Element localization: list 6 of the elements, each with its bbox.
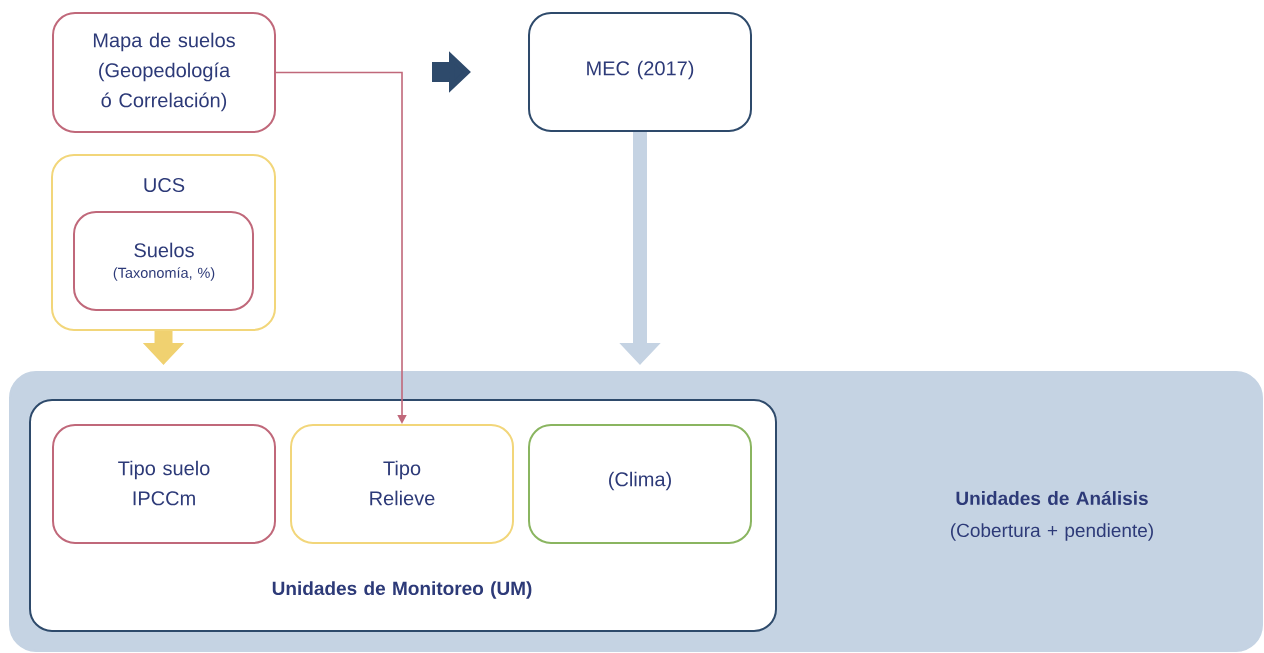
process-box: Tipo suelo IPCCm — [52, 424, 276, 544]
process-box: MEC (2017) — [528, 12, 752, 132]
process-box: (Clima) — [528, 424, 752, 544]
process-box: Suelos (Taxonomía, %) — [73, 211, 254, 311]
process-box: Tipo Relieve — [290, 424, 514, 544]
process-box: Mapa de suelos (Geopedología ó Correlación) — [52, 12, 276, 133]
